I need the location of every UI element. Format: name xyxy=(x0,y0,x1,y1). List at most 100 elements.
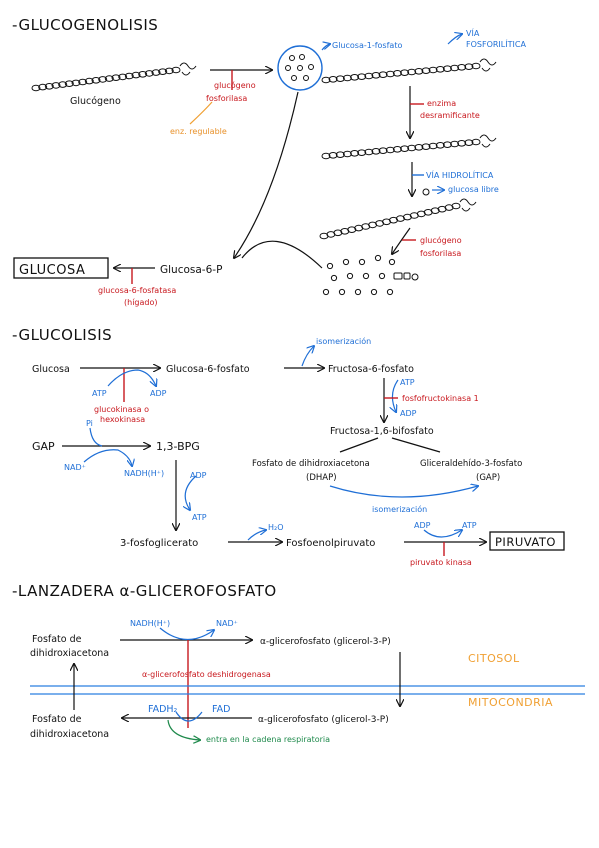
glucose-unit xyxy=(38,83,48,91)
glucogeno-fosforilasa-label-2: fosforilasa xyxy=(420,249,461,258)
glucose-unit xyxy=(357,149,367,156)
isomerizacion-label: isomerización xyxy=(316,336,371,346)
glucosa-6-p-label: Glucosa-6-P xyxy=(160,264,222,276)
deshidrogenasa-label: α-glicerofosfato deshidrogenasa xyxy=(142,670,271,679)
glycogen-chain-4 xyxy=(319,198,477,240)
free-glucose-unit xyxy=(354,288,362,296)
glucose-unit xyxy=(385,70,395,78)
nad-arc xyxy=(83,449,132,466)
adp-3: ADP xyxy=(190,471,207,480)
adp-4: ADP xyxy=(414,521,431,530)
glucose-unit xyxy=(407,144,417,152)
mitocondria-label: MITOCONDRIA xyxy=(468,696,553,709)
glucose-unit xyxy=(321,152,331,160)
f16bf-label: Fructosa-1,6-bifosfato xyxy=(330,426,434,437)
piruvato-kinasa-label: piruvato kinasa xyxy=(410,558,472,567)
piruvato-box xyxy=(489,531,565,551)
glucose-unit xyxy=(84,77,94,85)
glucose-unit xyxy=(158,68,168,75)
glucose-unit xyxy=(400,145,410,152)
glucose-unit xyxy=(471,62,481,70)
dhap-bot-2: dihidroxiacetona xyxy=(30,729,109,740)
arrow-to-g6p-from-circle xyxy=(234,91,299,258)
h2o-pointer xyxy=(247,530,266,541)
isomerizacion-arc xyxy=(329,486,478,498)
bpg-label: 1,3-BPG xyxy=(156,440,200,453)
desramificante-label: desramificante xyxy=(420,111,480,120)
glucose-unit xyxy=(335,75,345,82)
glucose-unit xyxy=(421,143,431,150)
glucose-1p-circle xyxy=(277,45,323,91)
isomerizacion2-label: isomerización xyxy=(372,504,427,514)
glucose-unit xyxy=(435,142,445,149)
dhap-label-1: Fosfato de dihidroxiacetona xyxy=(252,459,370,469)
glucogeno-fosforilasa-1: glucógeno xyxy=(214,80,256,90)
lanzadera-title: -LANZADERA α-GLICEROFOSFATO xyxy=(12,582,277,600)
glucose-unit xyxy=(342,150,352,158)
atp-3: ATP xyxy=(192,513,207,522)
dhap-top-2: dihidroxiacetona xyxy=(30,648,109,659)
atp-2: ATP xyxy=(400,378,415,387)
glucose-unit xyxy=(414,144,424,151)
adp-1: ADP xyxy=(150,389,167,398)
free-glucose-unit xyxy=(378,272,386,280)
branch-stub xyxy=(179,62,197,76)
adp-atp-arc-4 xyxy=(423,530,462,538)
glucoquinasa-label-2: hexokinasa xyxy=(100,415,145,424)
free-glucose-unit xyxy=(358,258,366,266)
piruvato-label: PIRUVATO xyxy=(495,535,556,549)
glucose-unit xyxy=(91,77,101,84)
glucose-unit xyxy=(64,80,74,87)
glucolisis-title: -GLUCOLISIS xyxy=(12,326,112,344)
glucose-unit xyxy=(364,72,374,80)
g3p-top-label: α-glicerofosfato (glicerol-3-P) xyxy=(260,637,391,647)
glucose-unit xyxy=(31,84,41,92)
nad-label: NAD⁺ xyxy=(64,463,86,472)
glucose-molecules xyxy=(285,54,314,81)
glucose-unit xyxy=(457,140,467,147)
higado-label: (hígado) xyxy=(124,298,158,307)
atp-1: ATP xyxy=(92,389,107,398)
glucose-unit xyxy=(98,76,108,83)
g6pasa-label: glucosa-6-fosfatasa xyxy=(98,286,176,295)
fad-label: FAD xyxy=(212,704,230,715)
glucose-unit xyxy=(371,72,381,79)
nadh-label: NADH(H⁺) xyxy=(124,469,164,478)
enz-regulable-label: enz. regulable xyxy=(170,127,227,136)
dhap-bot-1: Fosfato de xyxy=(32,714,82,725)
free-glucose-unit xyxy=(374,254,382,262)
glucose-unit xyxy=(428,66,438,74)
glucogeno-fosforilasa-2: fosforilasa xyxy=(206,94,247,103)
atp-adp-arc-2 xyxy=(392,379,399,412)
glucosa-box-label: GLUCOSA xyxy=(19,263,85,278)
glucose-unit xyxy=(442,141,452,148)
branch-stub xyxy=(479,58,497,72)
glucogeno-fosforilasa-label-1: glucógeno xyxy=(420,235,462,245)
pfk-label: fosfofructokinasa 1 xyxy=(402,394,479,403)
glucose-unit xyxy=(385,146,395,154)
gap-label-1: Gliceraldehído-3-fosfato xyxy=(420,459,522,469)
glucose-unit xyxy=(392,70,402,77)
glucose-unit xyxy=(118,73,128,81)
glucose-unit xyxy=(171,66,181,74)
isomerizacion-pointer xyxy=(301,346,314,367)
residual-stub xyxy=(393,272,419,281)
glucose-unit xyxy=(378,147,388,154)
glucose-unit xyxy=(442,65,452,72)
h2o-label: H₂O xyxy=(268,523,284,532)
glucogeno-label: Glucógeno xyxy=(70,96,121,107)
glucose-unit xyxy=(138,71,148,78)
enzima-label: enzima xyxy=(427,99,456,108)
via-fosforilitica-pointer xyxy=(447,34,462,45)
glucosa-libre-label: glucosa libre xyxy=(448,185,499,194)
gap-label-2: (GAP) xyxy=(476,473,500,483)
glucose-unit xyxy=(144,70,154,77)
glucose-unit xyxy=(78,78,88,86)
glucose-unit xyxy=(450,140,460,148)
3pg-label: 3-fosfoglicerato xyxy=(120,538,198,549)
glucose-unit xyxy=(392,146,402,153)
glucose-unit xyxy=(428,142,438,150)
free-glucose-unit xyxy=(388,258,396,266)
free-glucose-unit xyxy=(386,288,394,296)
